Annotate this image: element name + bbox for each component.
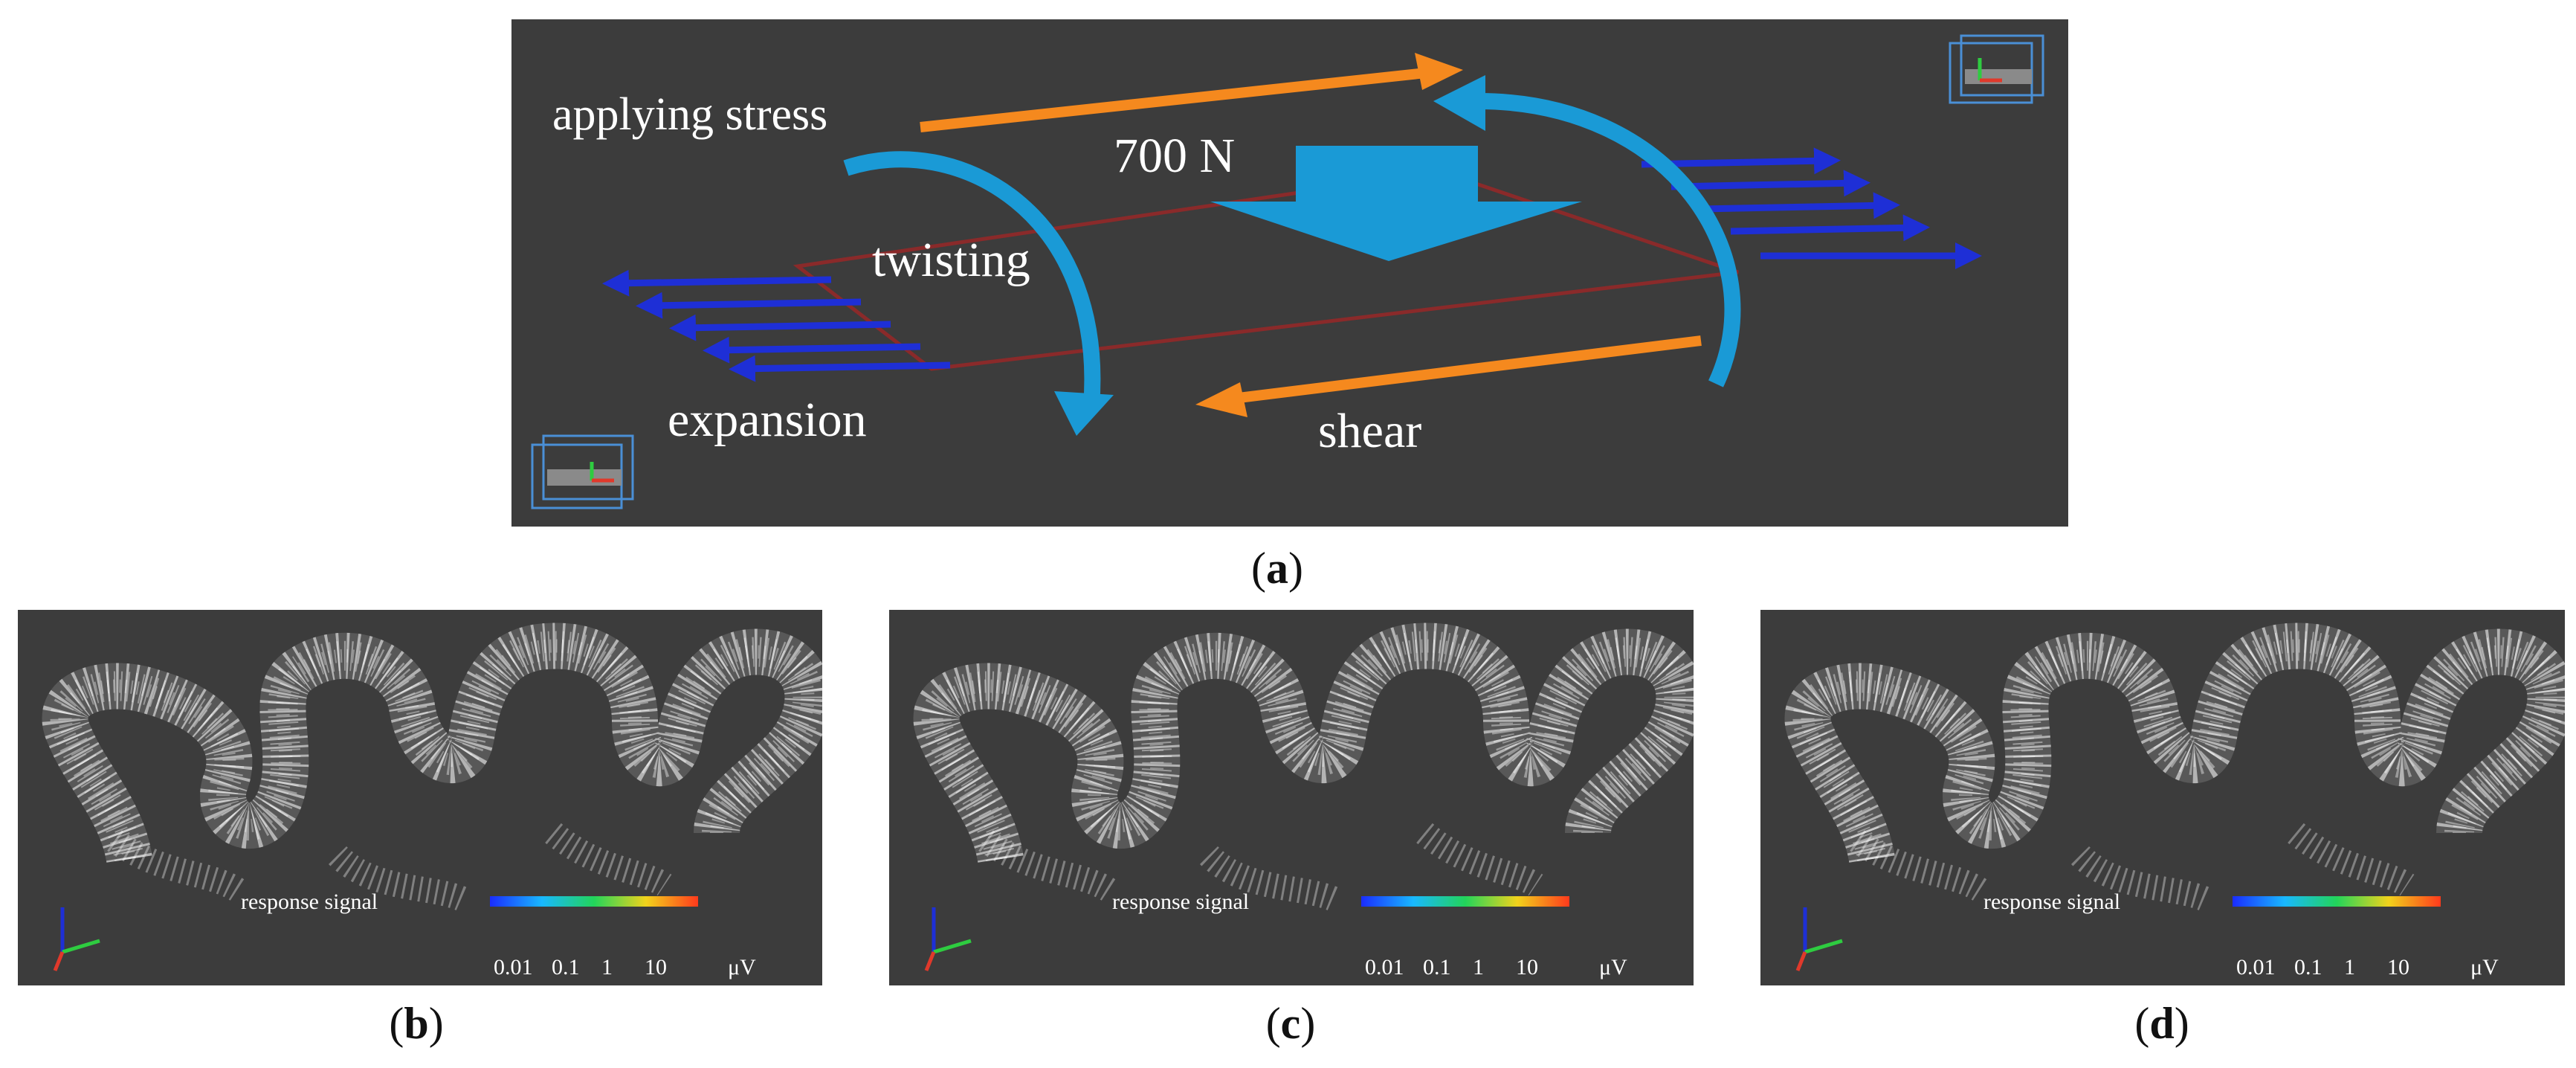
sensor-svg: response signal 0.01 0.1 1 10 μV	[42, 623, 822, 979]
wireframe-helix	[42, 623, 822, 912]
caption-b: (b)	[389, 999, 444, 1048]
colorbar-tick: 0.01	[494, 955, 533, 979]
wireframe-helix	[1784, 623, 2565, 912]
force-arrow-icon	[1210, 146, 1582, 261]
colorbar-tick: 0.1	[552, 955, 580, 979]
stress-diagram-panel: applying stress 700 N twisting expansion…	[511, 19, 2068, 527]
colorbar-tick: 1	[601, 955, 613, 979]
expansion-arrows-right	[1641, 147, 1982, 269]
colorbar-tick: 1	[1473, 955, 1484, 979]
wireframe-helix	[913, 623, 1694, 912]
colorbar-unit: μV	[728, 955, 756, 979]
axis-triad-icon	[53, 907, 100, 971]
colorbar-tick: 0.1	[2294, 955, 2322, 979]
colorbar-tick: 10	[645, 955, 667, 979]
sensor-panel-b: response signal 0.01 0.1 1 10 μV	[18, 610, 822, 985]
caption-c: (c)	[1265, 999, 1316, 1048]
label-force: 700 N	[1114, 129, 1235, 183]
colorbar-tick: 1	[2344, 955, 2355, 979]
caption-d: (d)	[2134, 999, 2189, 1048]
colorbar-label: response signal	[1983, 890, 2120, 914]
colorbar-tick: 0.01	[2236, 955, 2276, 979]
colorbar	[490, 896, 698, 907]
axis-triad-icon	[924, 907, 972, 971]
view-cube-icon[interactable]	[1949, 34, 2044, 104]
colorbar-tick: 0.1	[1423, 955, 1451, 979]
sensor-svg: response signal 0.01 0.1 1 10 μV	[913, 623, 1694, 979]
label-twisting: twisting	[872, 233, 1030, 287]
colorbar-label: response signal	[1112, 890, 1249, 914]
expansion-arrows-left	[602, 269, 951, 382]
colorbar	[2233, 896, 2441, 907]
sensor-svg: response signal 0.01 0.1 1 10 μV	[1784, 623, 2565, 979]
twisting-arrow-right	[1433, 75, 1741, 387]
label-shear: shear	[1318, 404, 1421, 458]
colorbar-tick: 10	[2387, 955, 2409, 979]
stress-arrow-top	[920, 53, 1463, 132]
colorbar	[1361, 896, 1569, 907]
stress-diagram-svg: applying stress 700 N twisting expansion…	[531, 34, 2044, 509]
axis-triad-icon	[1795, 907, 1843, 971]
colorbar-tick: 10	[1516, 955, 1538, 979]
sensor-panel-d: response signal 0.01 0.1 1 10 μV	[1760, 610, 2565, 985]
twisting-arrow-left	[843, 151, 1114, 436]
caption-a: (a)	[1251, 544, 1303, 593]
colorbar-tick: 0.01	[1365, 955, 1404, 979]
colorbar-unit: μV	[2470, 955, 2499, 979]
label-applying-stress: applying stress	[552, 89, 827, 140]
sensor-panel-c: response signal 0.01 0.1 1 10 μV	[889, 610, 1694, 985]
colorbar-unit: μV	[1599, 955, 1627, 979]
view-cube-icon[interactable]	[531, 434, 634, 509]
label-expansion: expansion	[668, 393, 867, 447]
shear-arrow	[1195, 335, 1702, 417]
colorbar-label: response signal	[241, 890, 378, 914]
